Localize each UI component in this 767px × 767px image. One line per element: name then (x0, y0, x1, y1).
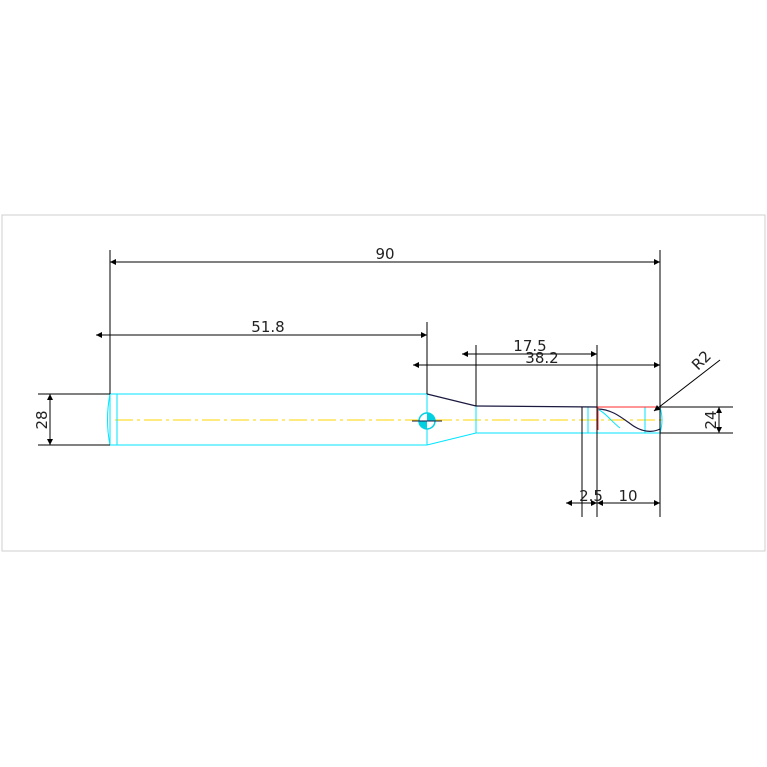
extension-lines (38, 250, 733, 517)
flute-curve (596, 408, 661, 432)
taper-upper (426, 393, 598, 408)
dim-flute-length: 10 (618, 487, 637, 505)
dim-neck-length: 17.5 (513, 337, 546, 355)
dimension-lines (47, 259, 722, 506)
dim-tip-section-length: 38.2 (525, 349, 558, 367)
dim-tip-radius: R2 (688, 347, 715, 374)
neck-outline (426, 406, 660, 446)
dim-leader-radius (653, 359, 721, 412)
center-mark (412, 412, 442, 430)
dim-shank-length: 51.8 (251, 318, 284, 336)
dim-shank-diameter: 28 (33, 410, 51, 429)
drawing-frame (1, 214, 766, 552)
tip-end (659, 406, 663, 434)
dim-flute-offset: 2.5 (579, 487, 603, 505)
dim-tip-diameter: 24 (702, 410, 720, 429)
dim-overall-length: 90 (375, 245, 394, 263)
flute-curve-inner (596, 408, 621, 429)
